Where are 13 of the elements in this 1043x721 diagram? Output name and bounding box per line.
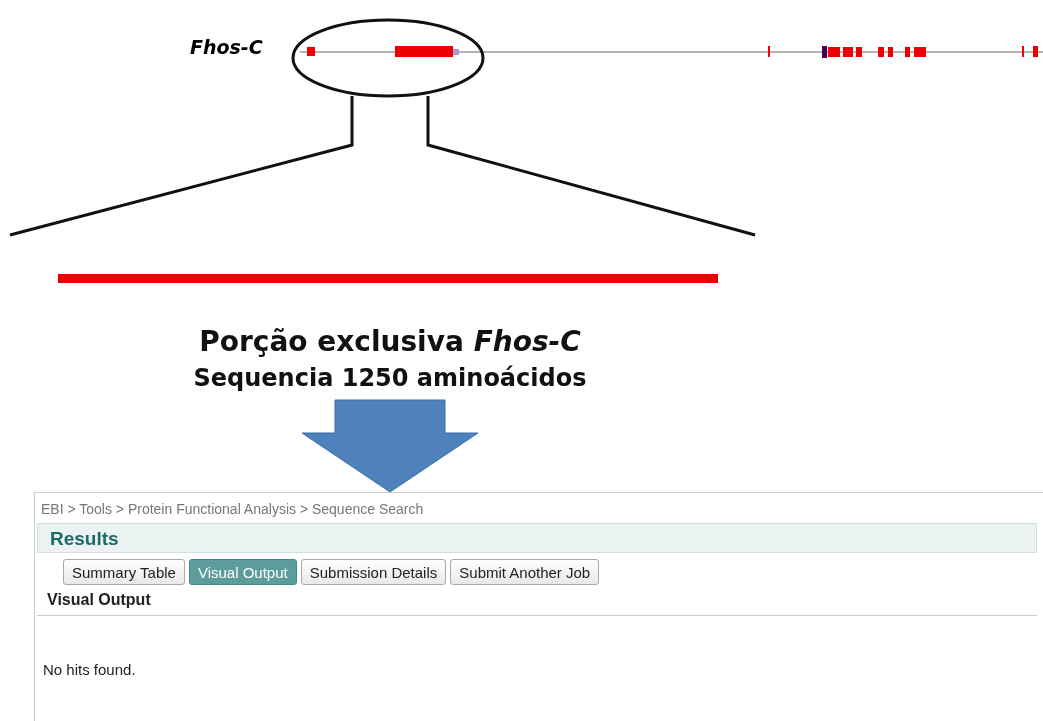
tab: Submission Details: [300, 559, 447, 585]
arrow: [301, 399, 479, 493]
sequence-length-text: Sequencia 1250 aminoácidos: [192, 364, 588, 392]
section-title: Visual Output: [47, 591, 151, 609]
tab: Visual Output: [188, 559, 297, 585]
tab: Submit Another Job: [450, 559, 600, 585]
status-message: No hits found.: [43, 661, 136, 678]
heading: Porção exclusiva Fhos-C: [198, 325, 582, 358]
results-page-panel: [34, 492, 1043, 721]
tab: Summary Table: [63, 559, 185, 585]
breadcrumb: EBI > Tools > Protein Functional Analysis > Sequence Search: [41, 501, 424, 517]
page-title: Results: [50, 528, 119, 550]
gene-name: Fhos-C: [190, 36, 263, 58]
